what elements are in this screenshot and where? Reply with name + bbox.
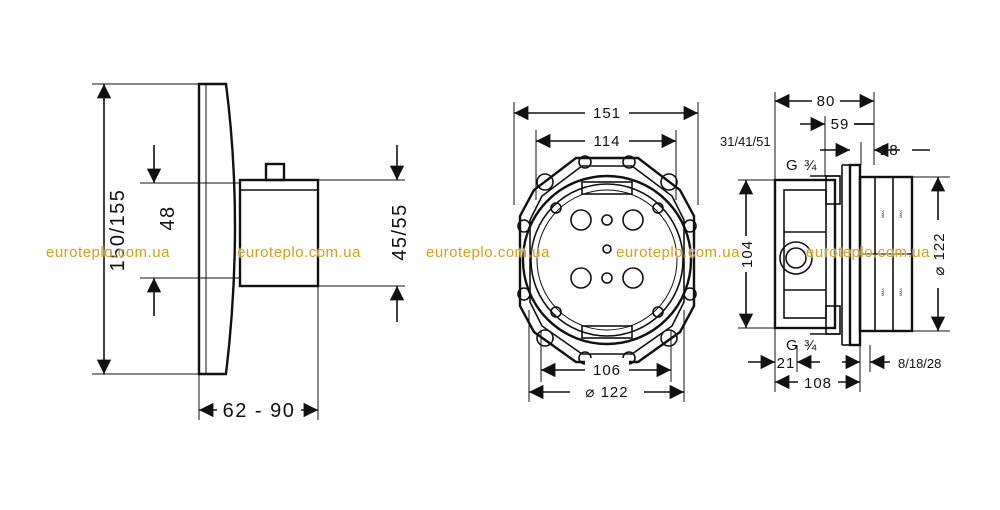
tag-max-upper-right: MAX xyxy=(899,210,903,218)
dim-width-total: 80 xyxy=(817,93,836,110)
body-outline xyxy=(773,178,837,330)
dim-diameter: ⌀ 122 xyxy=(585,384,628,401)
handle-knob xyxy=(264,162,286,182)
dim-left-height: 104 xyxy=(739,240,756,268)
tag-max-upper: MAX xyxy=(881,210,885,218)
dim-hole-spacing-bottom: 106 xyxy=(593,362,621,379)
dim-right-diameter: ⌀ 122 xyxy=(931,232,948,275)
housing-outline xyxy=(518,156,696,364)
thread-top: G ¾ xyxy=(786,157,817,174)
watermark-5: euroteplo.com.ua xyxy=(806,244,930,261)
dim-body-depth: 108 xyxy=(804,375,832,392)
thread-bottom: G ¾ xyxy=(786,337,817,354)
cover-plate xyxy=(197,82,237,376)
tag-max-lower: MAX xyxy=(881,288,885,296)
dim-flange: 28 xyxy=(880,142,899,159)
housing-ring xyxy=(521,174,693,346)
dim-hole-spacing-top: 114 xyxy=(594,133,621,150)
inner-ports xyxy=(570,209,644,289)
tag-max-lower-right: MAX xyxy=(899,288,903,296)
watermark-4: euroteplo.com.ua xyxy=(616,244,740,261)
watermark-2: euroteplo.com.ua xyxy=(237,244,361,261)
dim-gap-left: 21 xyxy=(777,355,796,372)
section-view: MAX MAX MAX MAX 80 59 31/41/51 xyxy=(720,90,950,392)
mounting-lugs xyxy=(517,155,697,365)
dim-overall-width: 151 xyxy=(593,105,621,122)
dim-right-offsets: 8/18/28 xyxy=(898,356,941,371)
dim-width-inner: 59 xyxy=(831,116,850,133)
watermark-1: euroteplo.com.ua xyxy=(46,244,170,261)
handle-body xyxy=(238,178,320,288)
dim-inner-height: 48 xyxy=(157,205,179,230)
front-view: 151 114 106 ⌀ 122 xyxy=(513,101,699,402)
watermark-3: euroteplo.com.ua xyxy=(426,244,550,261)
side-view: 62 - 90 150/155 48 45/55 xyxy=(92,82,411,422)
dim-height: 150/155 xyxy=(107,189,129,272)
dim-depth: 62 - 90 xyxy=(223,400,296,422)
dim-stem-height: 45/55 xyxy=(389,203,411,261)
dim-offsets: 31/41/51 xyxy=(720,134,771,149)
